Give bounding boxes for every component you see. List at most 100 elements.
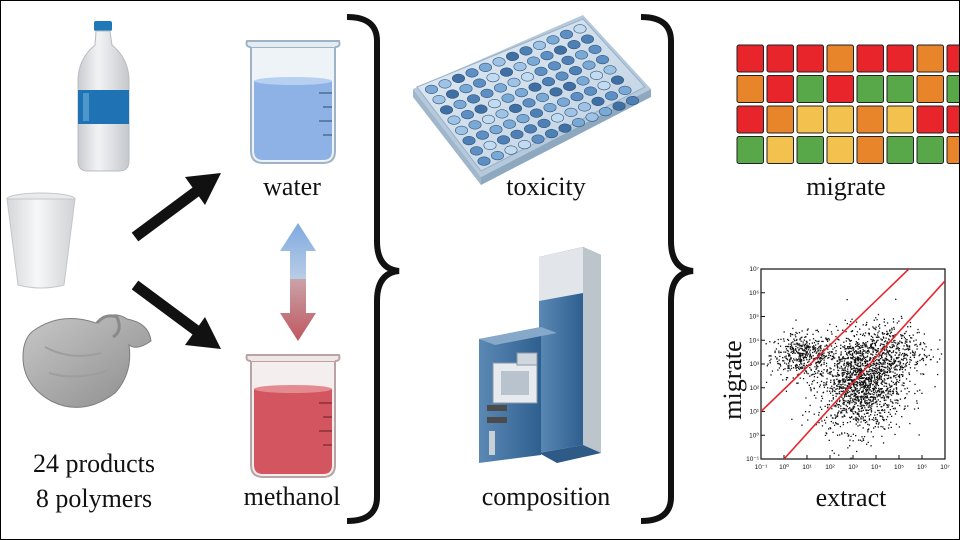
scatter-point: [841, 369, 843, 371]
scatter-point: [832, 397, 834, 399]
scatter-point: [916, 370, 918, 372]
scatter-point: [844, 348, 846, 350]
plate-well: [558, 123, 572, 133]
scatter-point: [886, 362, 889, 364]
scatter-point: [864, 386, 866, 388]
scatter-point: [866, 392, 868, 395]
scatter-point: [798, 366, 800, 368]
scatter-point: [843, 372, 845, 374]
scatter-point: [788, 343, 790, 345]
y-tick-label: 10⁶: [749, 290, 759, 297]
scatter-point: [799, 338, 801, 340]
scatter-point: [913, 354, 915, 357]
scatter-point: [818, 356, 820, 358]
scatter-point: [905, 354, 907, 356]
scatter-point: [875, 383, 877, 385]
scatter-point: [778, 363, 780, 365]
scatter-point: [842, 403, 844, 405]
scatter-point: [789, 369, 791, 371]
scatter-point: [920, 342, 922, 344]
scatter-point: [849, 407, 851, 409]
scatter-point: [830, 331, 833, 333]
scatter-point: [884, 402, 887, 405]
scatter-point: [865, 389, 868, 391]
scatter-point: [890, 394, 893, 396]
scatter-point: [899, 352, 901, 354]
plate-well: [591, 96, 605, 106]
scatter-point: [847, 352, 850, 354]
scatter-point: [863, 360, 866, 362]
scatter-point: [849, 340, 851, 342]
scatter-point: [804, 411, 807, 413]
scatter-point: [855, 367, 858, 370]
scatter-point: [866, 378, 868, 380]
scatter-point: [859, 405, 861, 407]
scatter-point: [862, 389, 864, 391]
scatter-point: [861, 406, 863, 409]
scatter-point: [855, 402, 857, 405]
scatter-point: [839, 434, 841, 436]
scatter-point: [848, 372, 850, 375]
scatter-point: [825, 344, 828, 346]
scatter-point: [788, 345, 790, 348]
scatter-point: [897, 393, 900, 395]
scatter-point: [858, 346, 860, 348]
scatter-point: [832, 417, 834, 419]
y-tick-label: 10⁰: [749, 431, 759, 439]
scatter-point: [845, 358, 847, 360]
scatter-point: [864, 346, 866, 348]
scatter-point: [851, 372, 853, 375]
scatter-point: [896, 379, 898, 381]
scatter-point: [844, 380, 846, 382]
scatter-point: [858, 368, 860, 370]
scatter-point: [882, 343, 884, 346]
scatter-point: [882, 390, 885, 392]
scatter-point: [899, 340, 901, 342]
scatter-point: [876, 319, 878, 321]
scatter-point: [824, 357, 826, 359]
scatter-point: [808, 411, 810, 413]
scatter-point: [872, 362, 874, 365]
plastic-bottle-icon: [77, 21, 130, 172]
scatter-point: [816, 365, 818, 368]
scatter-point: [903, 336, 906, 338]
scatter-point: [818, 348, 820, 350]
scatter-point: [873, 340, 875, 342]
plate-well: [483, 140, 497, 150]
scatter-point: [872, 380, 874, 382]
scatter-point: [939, 358, 941, 360]
scatter-point: [849, 387, 851, 390]
scatter-point: [790, 357, 792, 359]
scatter-point: [838, 382, 840, 384]
scatter-point: [795, 343, 797, 345]
scatter-point: [882, 362, 884, 364]
scatter-point: [856, 388, 858, 390]
scatter-point: [917, 407, 919, 409]
scatter-point: [853, 392, 855, 394]
scatter-point: [856, 371, 858, 374]
scatter-point: [884, 379, 886, 381]
scatter-point: [813, 357, 816, 360]
scatter-point: [921, 357, 924, 359]
scatter-point: [794, 359, 796, 361]
scatter-point: [862, 427, 864, 429]
scatter-point: [894, 334, 896, 336]
scatter-point: [859, 354, 861, 357]
scatter-point: [878, 387, 880, 390]
scatter-point: [884, 382, 886, 384]
scatter-point: [874, 372, 876, 374]
scatter-point: [923, 373, 925, 375]
scatter-point: [862, 365, 864, 367]
scatter-point: [853, 361, 856, 363]
scatter-point: [892, 371, 894, 373]
scatter-point: [850, 357, 852, 360]
scatter-point: [902, 375, 904, 377]
plate-well: [469, 146, 483, 156]
scatter-point: [880, 343, 882, 345]
scatter-point: [815, 329, 817, 332]
scatter-point: [849, 375, 851, 377]
scatter-point: [817, 365, 819, 368]
scatter-point: [855, 387, 857, 389]
scatter-point: [885, 367, 887, 369]
scatter-point: [795, 367, 797, 370]
